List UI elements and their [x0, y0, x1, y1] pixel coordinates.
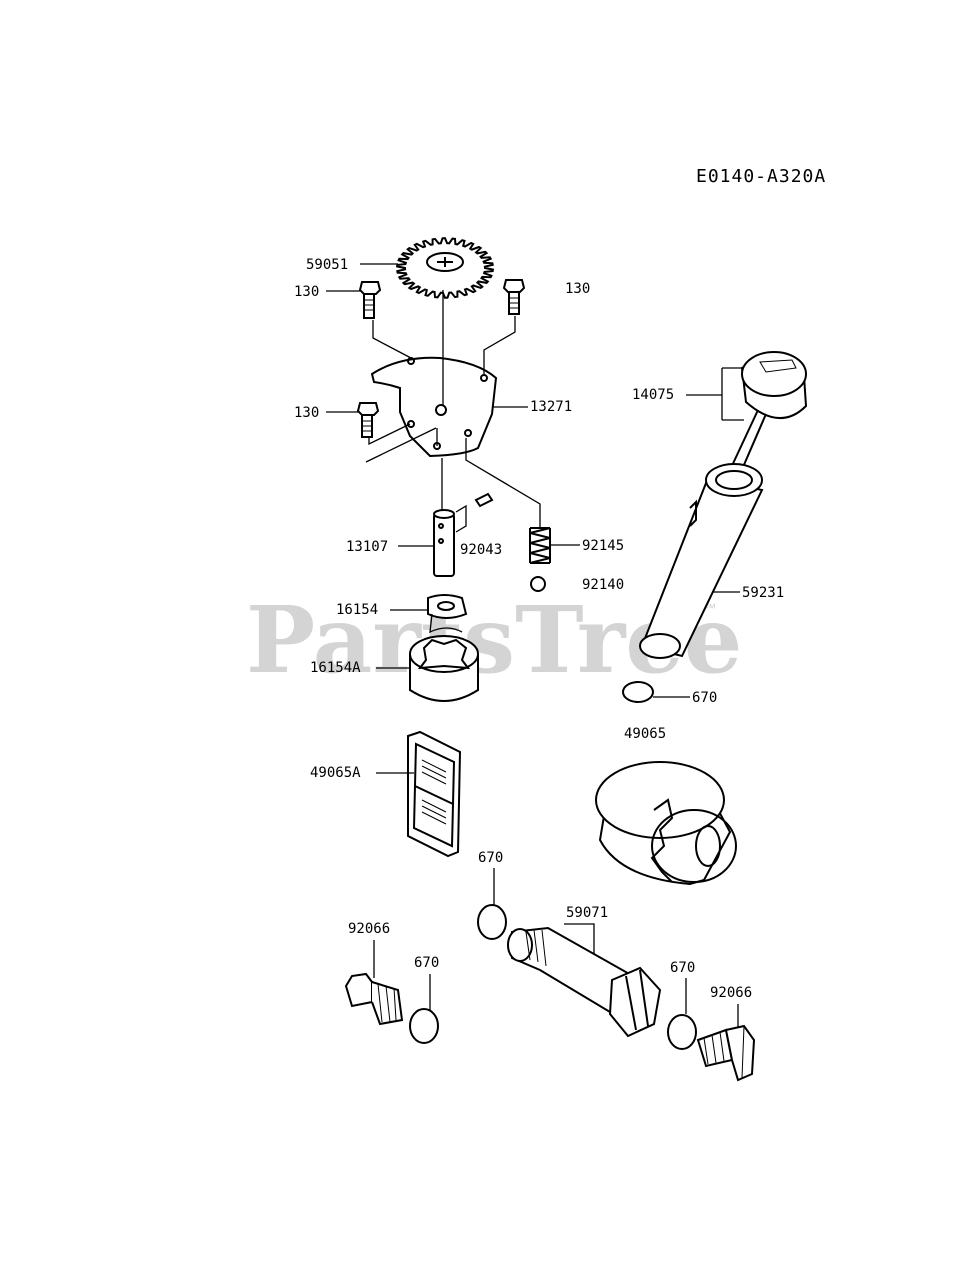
label-16154[interactable]: 16154 — [336, 602, 378, 618]
part-spring-92145[interactable] — [529, 527, 551, 564]
label-130-right-top[interactable]: 130 — [565, 281, 590, 297]
part-oring-670-right[interactable] — [667, 1014, 697, 1050]
assembly-guide-lines — [365, 290, 541, 528]
label-49065[interactable]: 49065 — [624, 726, 666, 742]
label-92066-right[interactable]: 92066 — [710, 985, 752, 1001]
diagram-code: E0140-A320A — [696, 166, 826, 187]
part-gear-59051[interactable] — [395, 237, 495, 299]
part-bolt-130-left[interactable] — [358, 281, 382, 319]
leader-14075 — [686, 367, 744, 421]
part-ball-92140[interactable] — [530, 576, 546, 592]
label-130-left-mid[interactable]: 130 — [294, 405, 319, 421]
part-rotor-16154[interactable] — [427, 594, 468, 619]
label-14075[interactable]: 14075 — [632, 387, 674, 403]
part-dipstick-cap-14075[interactable] — [729, 351, 808, 475]
label-92145[interactable]: 92145 — [582, 538, 624, 554]
label-13107[interactable]: 13107 — [346, 539, 388, 555]
leader-16154-guide — [429, 613, 463, 634]
part-screen-49065A[interactable] — [407, 730, 462, 858]
part-plate-13271[interactable] — [370, 356, 498, 458]
part-plug-92066-left[interactable] — [344, 972, 404, 1026]
part-rotor-16154A[interactable] — [409, 635, 479, 702]
label-130-left-top[interactable]: 130 — [294, 284, 319, 300]
part-pin-92043[interactable] — [474, 492, 494, 508]
label-13271[interactable]: 13271 — [530, 399, 572, 415]
part-oring-670-mid[interactable] — [477, 904, 507, 940]
label-670-left[interactable]: 670 — [414, 955, 439, 971]
part-oil-filter-49065[interactable] — [595, 761, 737, 886]
label-59071[interactable]: 59071 — [566, 905, 608, 921]
label-670-right[interactable]: 670 — [670, 960, 695, 976]
label-49065A[interactable]: 49065A — [310, 765, 361, 781]
label-670-top[interactable]: 670 — [692, 690, 717, 706]
leader-59071 — [564, 923, 595, 960]
part-oring-670-top[interactable] — [622, 681, 654, 703]
label-59231[interactable]: 59231 — [742, 585, 784, 601]
leader-92043 — [455, 504, 467, 533]
part-bolt-130-right[interactable] — [502, 279, 526, 315]
label-92066-left[interactable]: 92066 — [348, 921, 390, 937]
label-92043[interactable]: 92043 — [460, 542, 502, 558]
label-92140[interactable]: 92140 — [582, 577, 624, 593]
part-plug-92066-right[interactable] — [696, 1024, 756, 1082]
part-pipe-59071[interactable] — [507, 926, 662, 1038]
label-16154A[interactable]: 16154A — [310, 660, 361, 676]
part-bolt-130-mid[interactable] — [356, 402, 380, 438]
part-shaft-13107[interactable] — [433, 509, 455, 577]
label-59051[interactable]: 59051 — [306, 257, 348, 273]
label-670-mid[interactable]: 670 — [478, 850, 503, 866]
part-oring-670-left[interactable] — [409, 1008, 439, 1044]
part-tube-59231[interactable] — [639, 463, 764, 659]
